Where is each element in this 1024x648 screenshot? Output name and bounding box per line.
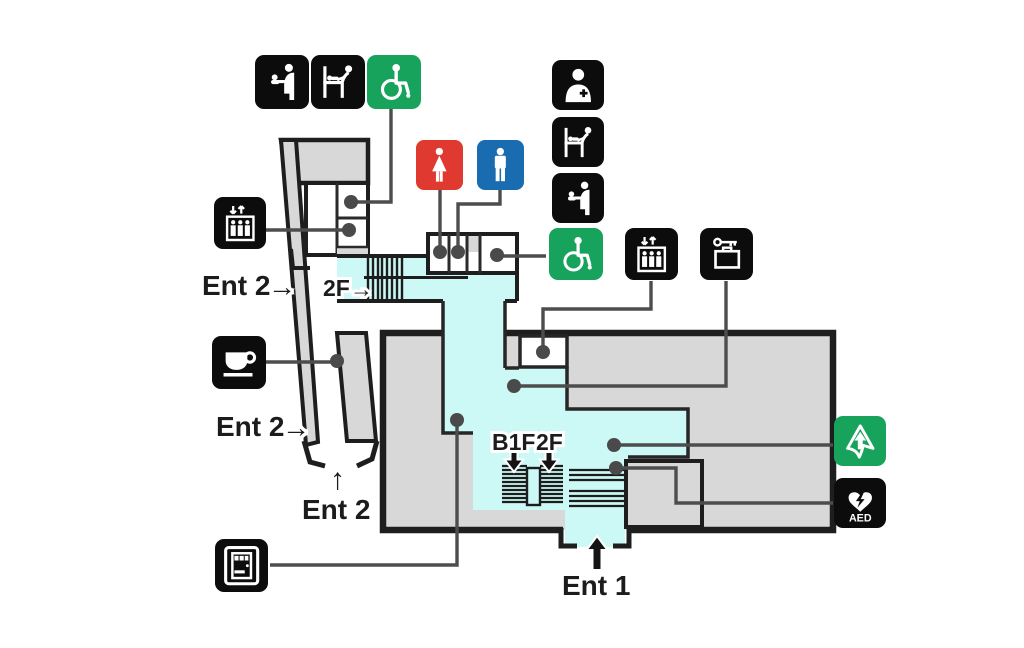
ent2-label-mid: Ent 2 — [216, 411, 284, 442]
connector-elevator — [541, 281, 653, 349]
f2-label: 2F — [536, 429, 563, 455]
elevator-icon — [214, 197, 266, 249]
womens-toilet-icon — [416, 140, 463, 190]
connector-accessible-toilet-nw — [355, 109, 393, 204]
elevator-icon-2 — [625, 228, 678, 280]
stairs-2f-right-arrow: → — [350, 276, 373, 302]
baby-changing-icon — [311, 55, 365, 109]
slanted-room — [334, 331, 379, 443]
connector-aed — [619, 466, 833, 505]
stair-landing — [525, 466, 542, 507]
f2-down-arrow-icon — [537, 444, 561, 474]
nursing-room-icon-2 — [552, 173, 604, 223]
connector-mens-toilet — [456, 190, 502, 249]
ent2-label-upper: Ent 2 — [202, 270, 270, 301]
ent2-up-arrow: ↑ — [330, 463, 345, 496]
connector-vending — [270, 423, 459, 567]
accessible-toilet-icon-2 — [549, 228, 603, 280]
ent2-right-arrow-mid: → — [282, 412, 310, 443]
coin-locker-icon — [700, 228, 753, 280]
nursing-room-icon — [255, 55, 309, 109]
connector-lines — [264, 109, 833, 567]
inner-room — [624, 459, 704, 529]
main-stairs — [569, 468, 626, 508]
mens-toilet-icon — [477, 140, 524, 190]
accessible-toilet-icon — [367, 55, 421, 109]
cafe-icon — [212, 336, 266, 389]
ent2-right-arrow-upper: → — [268, 271, 296, 302]
main-building — [379, 301, 837, 549]
ent2-door-left-wall — [301, 440, 326, 469]
connector-coin-locker — [517, 281, 728, 388]
first-aid-room-icon — [552, 60, 604, 110]
b1f-label: B1F — [492, 429, 535, 455]
ent1-up-arrow-icon — [584, 534, 610, 571]
accessible-route-icon — [834, 416, 886, 466]
ent1-label: Ent 1 — [562, 570, 630, 601]
baby-changing-icon-2 — [552, 117, 604, 167]
stairs-2f-label: 2F — [323, 275, 350, 301]
aed-icon: AED — [834, 478, 886, 528]
ent2-label-lower: Ent 2 — [302, 494, 370, 525]
north-wing — [278, 137, 380, 469]
slanted-corridor-wall — [278, 138, 321, 448]
stairs-to-2f — [364, 256, 468, 299]
aed-label: AED — [849, 512, 872, 522]
connector-dots — [330, 195, 623, 475]
b1f-down-arrow-icon — [502, 444, 526, 474]
ent2-door-right-wall — [355, 440, 380, 469]
vending-machine-icon — [215, 539, 268, 592]
